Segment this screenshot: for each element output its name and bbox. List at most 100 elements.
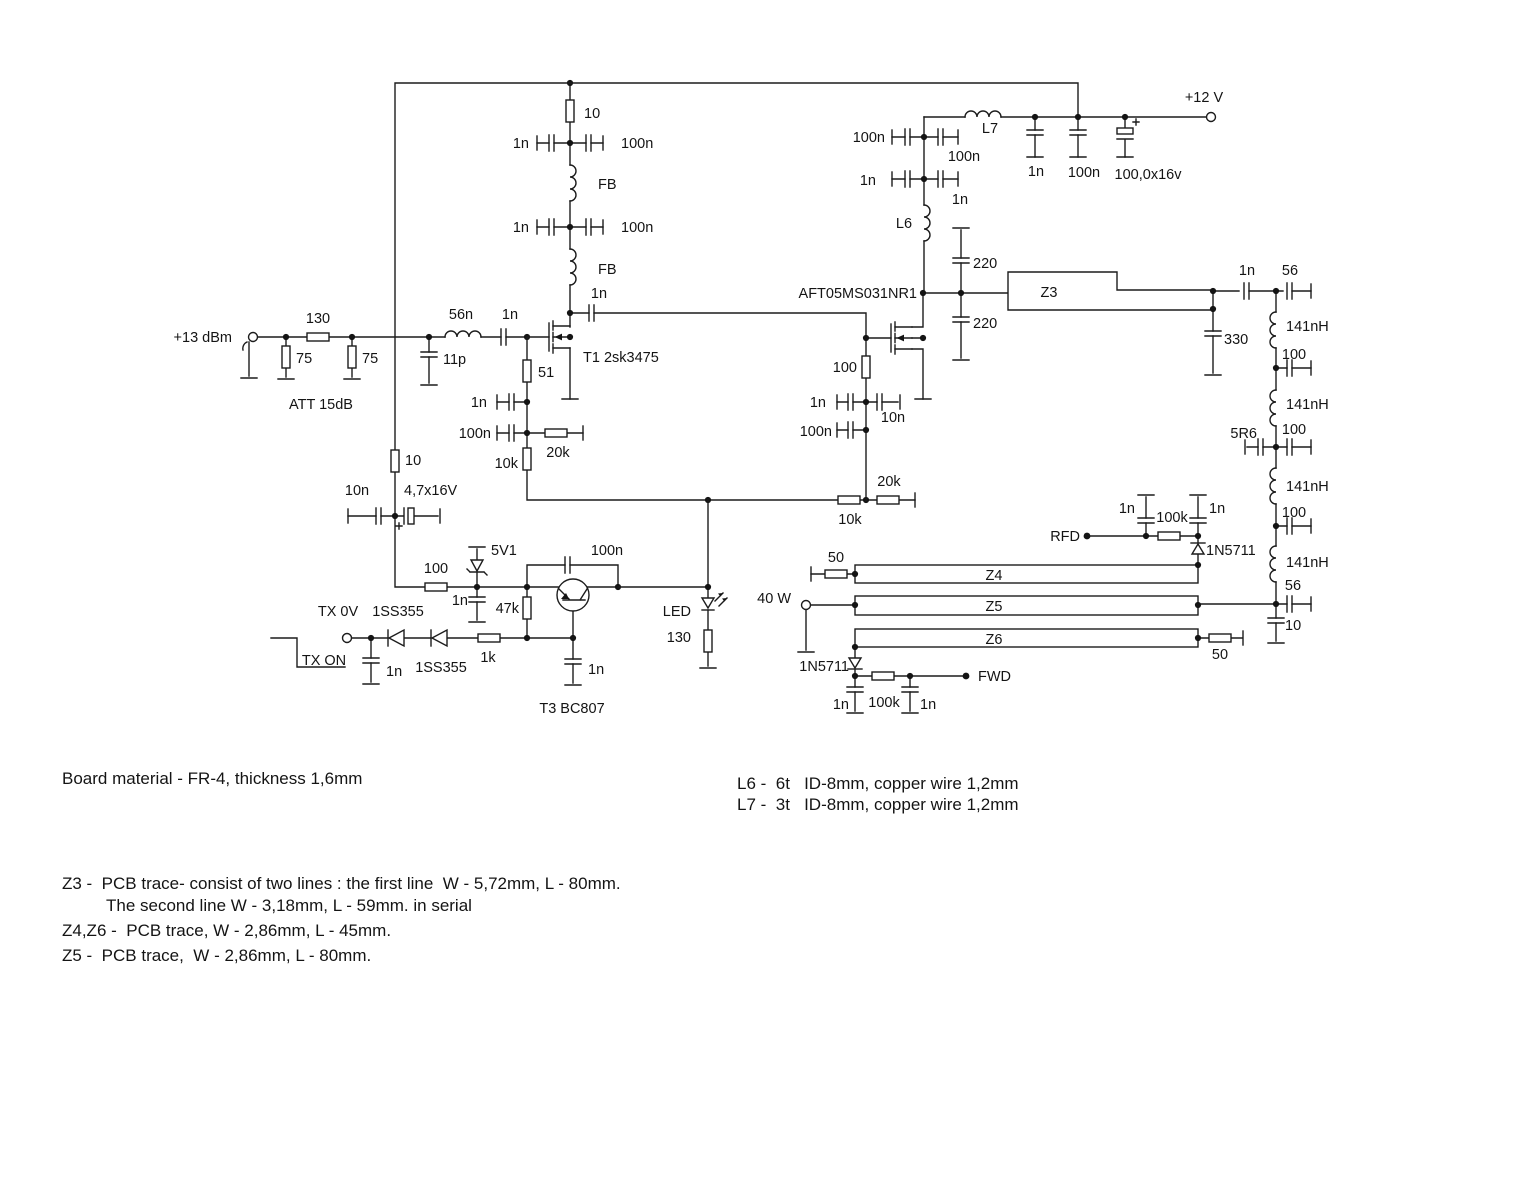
label-r100-t2: 100 [833,360,857,376]
junction-dot [906,672,914,680]
label-l6: L6 [896,216,912,232]
junction-dot [957,289,965,297]
capacitor-10n-t2 [876,393,883,411]
wire [891,116,1009,359]
inductor-141nh-1 [1269,311,1277,349]
capacitor-1n-fwd-a [846,686,864,693]
label-z3: Z3 [1041,285,1058,301]
capacitor-1n [548,134,555,152]
wire [1212,290,1312,374]
junction-dot [566,139,574,147]
junction-dot [1194,561,1202,569]
label-r20k-rail: 20k [877,474,901,490]
label-c1n-b: 1n [952,192,968,208]
label-l141-1: 141nH [1286,319,1329,335]
t2-drain-feed: 100n 100n 1n 1n L6 220 220 [853,116,1009,361]
label-r130-led: 130 [667,630,691,646]
mosfet-t2 [890,321,913,355]
label-d1: 1SS355 [372,604,424,620]
note-l7: L7 - 3t ID-8mm, copper wire 1,2mm [737,795,1019,814]
label-d2: 1SS355 [415,660,467,676]
capacitor-1n-z3 [1243,282,1250,300]
z6-trace-box [854,628,1199,648]
led-indicator: LED 130 [617,499,728,669]
label-t3: T3 BC807 [539,701,604,717]
label-c4u7: 4,7x16V [404,483,458,499]
diode-1ss355-a [387,629,405,647]
label-c1n-zener: 1n [452,593,468,609]
label-fb1: FB [598,177,617,193]
label-txon: TX ON [302,653,346,669]
label-z5: Z5 [986,599,1003,615]
junction-dot [862,334,870,342]
capacitor-1n-base [564,658,582,665]
label-r20k-t1: 20k [546,445,570,461]
z5-trace-box [854,595,1199,616]
capacitor-1n [548,218,555,236]
junction-dot [1031,113,1039,121]
resistor-51 [522,359,532,383]
note-l6: L6 - 6t ID-8mm, copper wire 1,2mm [737,774,1019,793]
label-c100n-b: 100n [948,149,980,165]
resistor-100k-fwd [871,671,895,681]
resistor-130-led [703,629,713,653]
label-c220-top: 220 [973,256,997,272]
label-r10-bias: 10 [405,453,421,469]
label-c1n-fwd-b: 1n [920,697,936,713]
label-zener: 5V1 [491,543,517,559]
junction-dot [1194,601,1202,609]
capacitor-5r6 [1257,438,1264,456]
label-att: ATT 15dB [289,397,353,413]
label-c10-out: 10 [1285,618,1301,634]
label-c1n-1: 1n [513,136,529,152]
wire [1086,496,1199,566]
transistor-t3-arrow [561,593,569,599]
label-r75-a: 75 [296,351,312,367]
capacitor-1n-t1 [508,393,515,411]
capacitor-56-out [1286,595,1293,613]
diode-1n5711-fwd [847,657,863,670]
capacitor-1n-a [904,170,911,188]
junction-dot [1209,305,1217,313]
inductor-l7 [964,110,1002,118]
label-c100-1: 100 [1282,347,1306,363]
label-c100-2: 100 [1282,422,1306,438]
label-r10k-t1: 10k [495,456,519,472]
capacitor-100n-b [937,128,944,146]
rfd-terminal [1083,532,1091,540]
label-c10n-t2: 10n [881,410,905,426]
junction-dot [1142,532,1150,540]
junction-dot [1272,287,1280,295]
notes-block: Board material - FR-4, thickness 1,6mm L… [62,769,1019,965]
label-c11p: 11p [443,352,466,368]
junction-dot [1121,113,1129,121]
label-r100-tx: 100 [424,561,448,577]
transistor-t3-body [556,578,590,612]
label-l141-4: 141nH [1286,555,1329,571]
label-l7: L7 [982,121,998,137]
resistor-1k [477,633,501,643]
ferrite-bead-2 [569,248,577,286]
junction-dot [523,583,531,591]
junction-dot [566,333,574,341]
resistor-10-feed [565,99,575,123]
junction-dot [704,583,712,591]
junction-dot [1194,634,1202,642]
junction-dot [1272,364,1280,372]
rf-input-connector [247,331,259,343]
resistor-100-tx [424,582,448,592]
label-z4: Z4 [986,568,1003,584]
label-c100n-t3: 100n [591,543,623,559]
label-z6: Z6 [986,632,1003,648]
capacitor-100n [585,134,592,152]
capacitor-1n-txin [362,657,380,664]
label-r51: 51 [538,365,554,381]
label-c1n-2: 1n [513,220,529,236]
label-c56-z3: 56 [1282,263,1298,279]
t2-stage: AFT05MS031NR1 100 1n 10n 100n [799,286,932,501]
label-c1n-a: 1n [860,173,876,189]
power-rail: L7 +12 V 1n 100n 100,0x16v [923,90,1223,183]
label-r100k-rfd: 100k [1156,510,1188,526]
